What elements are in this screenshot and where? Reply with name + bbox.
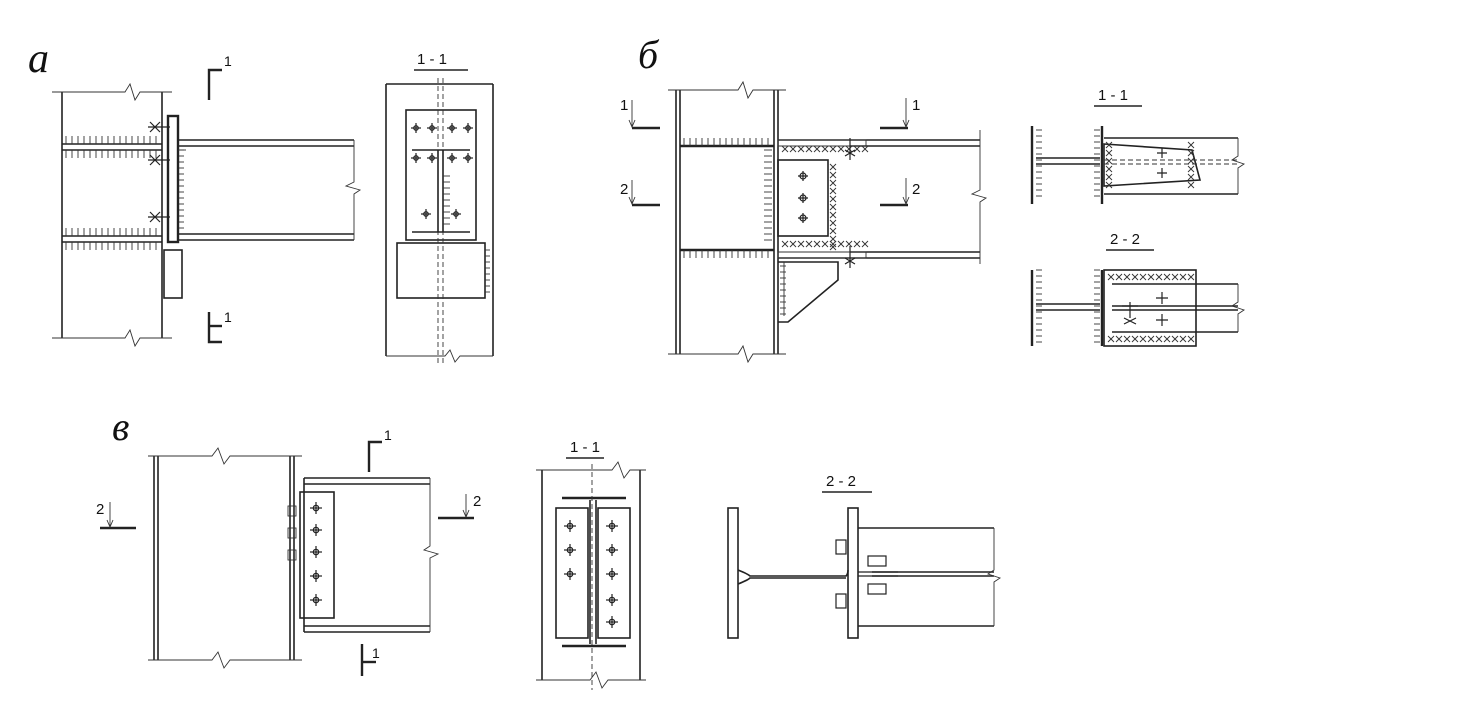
cut-mark-a-bottom: 1	[207, 309, 232, 344]
panel-a: а	[28, 36, 494, 364]
cut-mark-b-right1: 1	[880, 97, 920, 130]
section-v-1-1: 1 - 1	[536, 439, 646, 690]
end-plate-a	[166, 114, 180, 244]
bolts-a	[148, 121, 170, 223]
bolts-b	[798, 138, 856, 268]
section-v-2-2: 2 - 2	[727, 473, 1002, 639]
panel-label-a: а	[28, 36, 49, 82]
cut-mark-v-bottom: 1	[360, 644, 380, 676]
section-b-1-1: 1 - 1	[1030, 87, 1246, 204]
cut-mark-b-right2: 2	[880, 178, 920, 207]
cut-mark-v-top: 1	[367, 427, 392, 472]
haunch-b	[778, 261, 839, 323]
column-v	[148, 447, 302, 669]
cut-mark-b-left2: 2	[620, 180, 660, 207]
svg-text:1: 1	[372, 645, 380, 661]
panel-label-b: б	[638, 32, 660, 77]
panel-v: в 1	[96, 404, 1002, 690]
svg-text:2 - 2: 2 - 2	[826, 473, 856, 490]
svg-text:2: 2	[912, 181, 920, 198]
cut-mark-v-left: 2	[96, 501, 136, 530]
svg-text:1 - 1: 1 - 1	[1098, 87, 1128, 104]
svg-text:1: 1	[620, 97, 628, 114]
column-b	[668, 80, 786, 364]
section-a-title: 1 - 1	[417, 51, 447, 68]
svg-text:2: 2	[620, 181, 628, 198]
cut-mark-b-left1: 1	[620, 97, 660, 130]
svg-text:1: 1	[224, 53, 232, 69]
beam-v	[287, 477, 440, 633]
svg-text:2: 2	[96, 501, 104, 518]
section-a-1-1: 1 - 1	[385, 51, 494, 364]
svg-text:2: 2	[473, 493, 481, 510]
cut-mark-v-right: 2	[438, 493, 481, 520]
svg-text:2 - 2: 2 - 2	[1110, 231, 1140, 248]
panel-b: б	[620, 32, 1246, 364]
section-b-2-2: 2 - 2	[1030, 231, 1246, 347]
column-a	[52, 82, 184, 348]
beam-b	[777, 130, 988, 268]
cut-mark-a-top: 1	[207, 53, 232, 100]
svg-text:1: 1	[384, 427, 392, 443]
beam-a	[178, 139, 362, 241]
panel-label-v: в	[112, 404, 129, 449]
support-table-a	[163, 249, 183, 299]
bolts-v	[310, 502, 322, 606]
svg-text:1: 1	[224, 309, 232, 325]
svg-text:1: 1	[912, 97, 920, 114]
svg-text:1 - 1: 1 - 1	[570, 439, 600, 456]
